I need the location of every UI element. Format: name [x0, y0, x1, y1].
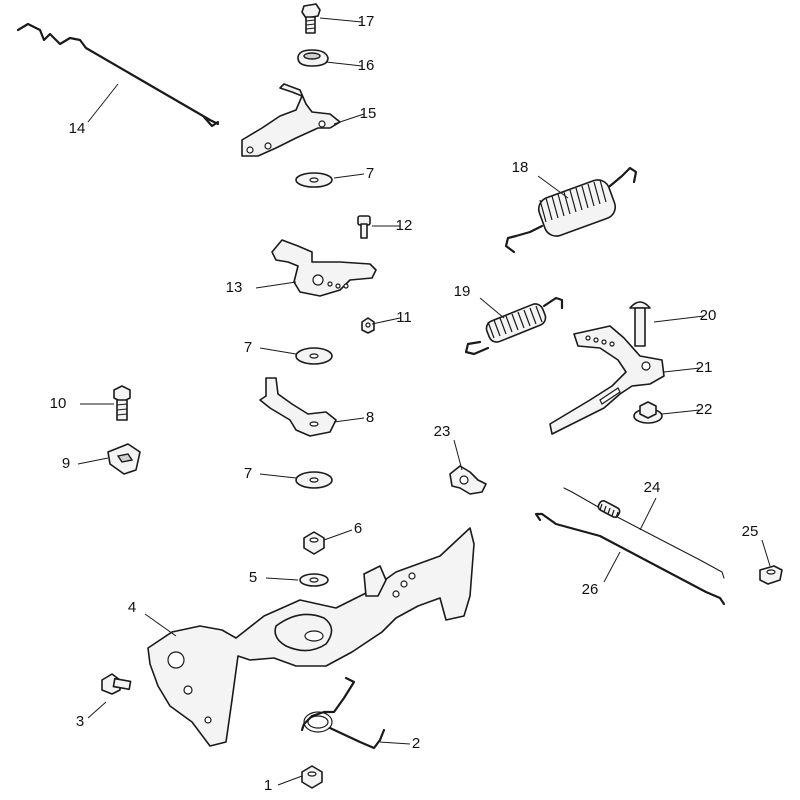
leader-line-c17	[319, 17, 363, 23]
part-1-nut	[301, 765, 323, 789]
callout-c15: 15	[360, 105, 377, 122]
callout-c10: 10	[50, 395, 67, 412]
callout-c14: 14	[69, 120, 86, 137]
leader-line-c4	[144, 613, 177, 637]
part-19-spring	[464, 296, 564, 356]
leader-line-c15	[333, 113, 365, 125]
leader-line-c23	[453, 439, 463, 471]
callout-c24: 24	[644, 479, 661, 496]
part-24-spring-rod	[563, 487, 725, 579]
callout-c18: 18	[512, 159, 529, 176]
callout-c9: 9	[62, 455, 70, 472]
leader-line-c14	[87, 83, 119, 123]
callout-c22: 22	[696, 401, 713, 418]
part-10-bolt	[113, 385, 131, 421]
part-12-bolt	[357, 215, 371, 239]
callout-c7c: 7	[244, 465, 252, 482]
leader-line-c5	[265, 577, 299, 581]
leader-line-c7a	[333, 173, 365, 179]
part-21-bracket-arm	[549, 325, 665, 435]
callout-c11: 11	[396, 309, 412, 326]
callout-c4: 4	[128, 599, 136, 616]
leader-line-c26	[603, 551, 621, 583]
leader-line-c3	[87, 701, 107, 719]
part-6-nut	[303, 531, 325, 555]
leader-line-c13	[255, 281, 297, 289]
callout-c20: 20	[700, 307, 717, 324]
callout-c2: 2	[412, 735, 420, 752]
leader-line-c18	[537, 175, 569, 199]
leader-line-c16	[325, 61, 363, 67]
callout-c17: 17	[358, 13, 375, 30]
callout-c7b: 7	[244, 339, 252, 356]
leader-line-c9	[77, 457, 109, 465]
leader-line-c8	[333, 417, 365, 423]
leader-line-c24	[639, 497, 657, 531]
part-7-washer-lower	[295, 471, 333, 489]
leader-line-c19	[479, 297, 505, 319]
part-20-carriage-bolt	[629, 301, 651, 347]
leader-line-c11	[371, 317, 401, 325]
callout-c25: 25	[742, 523, 759, 540]
part-17-bolt	[301, 3, 321, 34]
leader-line-c20	[653, 315, 705, 323]
callout-c13: 13	[226, 279, 243, 296]
part-9-clip	[107, 443, 141, 475]
part-25-bushing	[759, 565, 783, 585]
callout-c3: 3	[76, 713, 84, 730]
part-23-cable-clamp	[449, 465, 487, 495]
part-18-spring	[504, 166, 638, 254]
callout-c5: 5	[249, 569, 257, 586]
leader-line-c21	[663, 367, 701, 373]
leader-line-c22	[661, 409, 701, 415]
leader-lines	[77, 17, 771, 786]
part-16-pad	[297, 49, 329, 67]
part-7-washer-top	[295, 172, 333, 188]
callout-labels: 1234567778910111213141516171819202122232…	[50, 13, 759, 794]
callout-c1: 1	[264, 777, 272, 794]
callout-c21: 21	[696, 359, 713, 376]
leader-line-c25	[761, 539, 771, 567]
part-11-nut	[361, 317, 375, 334]
leader-line-c6	[323, 529, 353, 541]
callout-c12: 12	[396, 217, 413, 234]
leader-line-c7c	[259, 473, 297, 479]
callout-c16: 16	[358, 57, 375, 74]
part-15-bracket	[241, 83, 341, 157]
part-13-bracket	[271, 239, 377, 297]
callout-c8: 8	[366, 409, 374, 426]
callout-c6: 6	[354, 520, 362, 537]
leader-line-c1	[277, 775, 303, 786]
callout-c7a: 7	[366, 165, 374, 182]
leader-line-c7b	[259, 347, 297, 355]
callout-c26: 26	[582, 581, 599, 598]
callout-c23: 23	[434, 423, 451, 440]
part-3-bolt	[101, 673, 132, 695]
part-8-lever	[259, 377, 337, 437]
part-7-washer-middle	[295, 347, 333, 365]
part-22-flange-nut	[633, 401, 663, 424]
part-26-rod	[534, 512, 726, 606]
part-14-rod	[16, 22, 220, 128]
callout-c19: 19	[454, 283, 471, 300]
part-4-control-plate	[147, 527, 475, 747]
part-5-washer	[299, 573, 329, 587]
part-2-spring	[300, 676, 386, 750]
leader-line-c2	[379, 741, 411, 745]
